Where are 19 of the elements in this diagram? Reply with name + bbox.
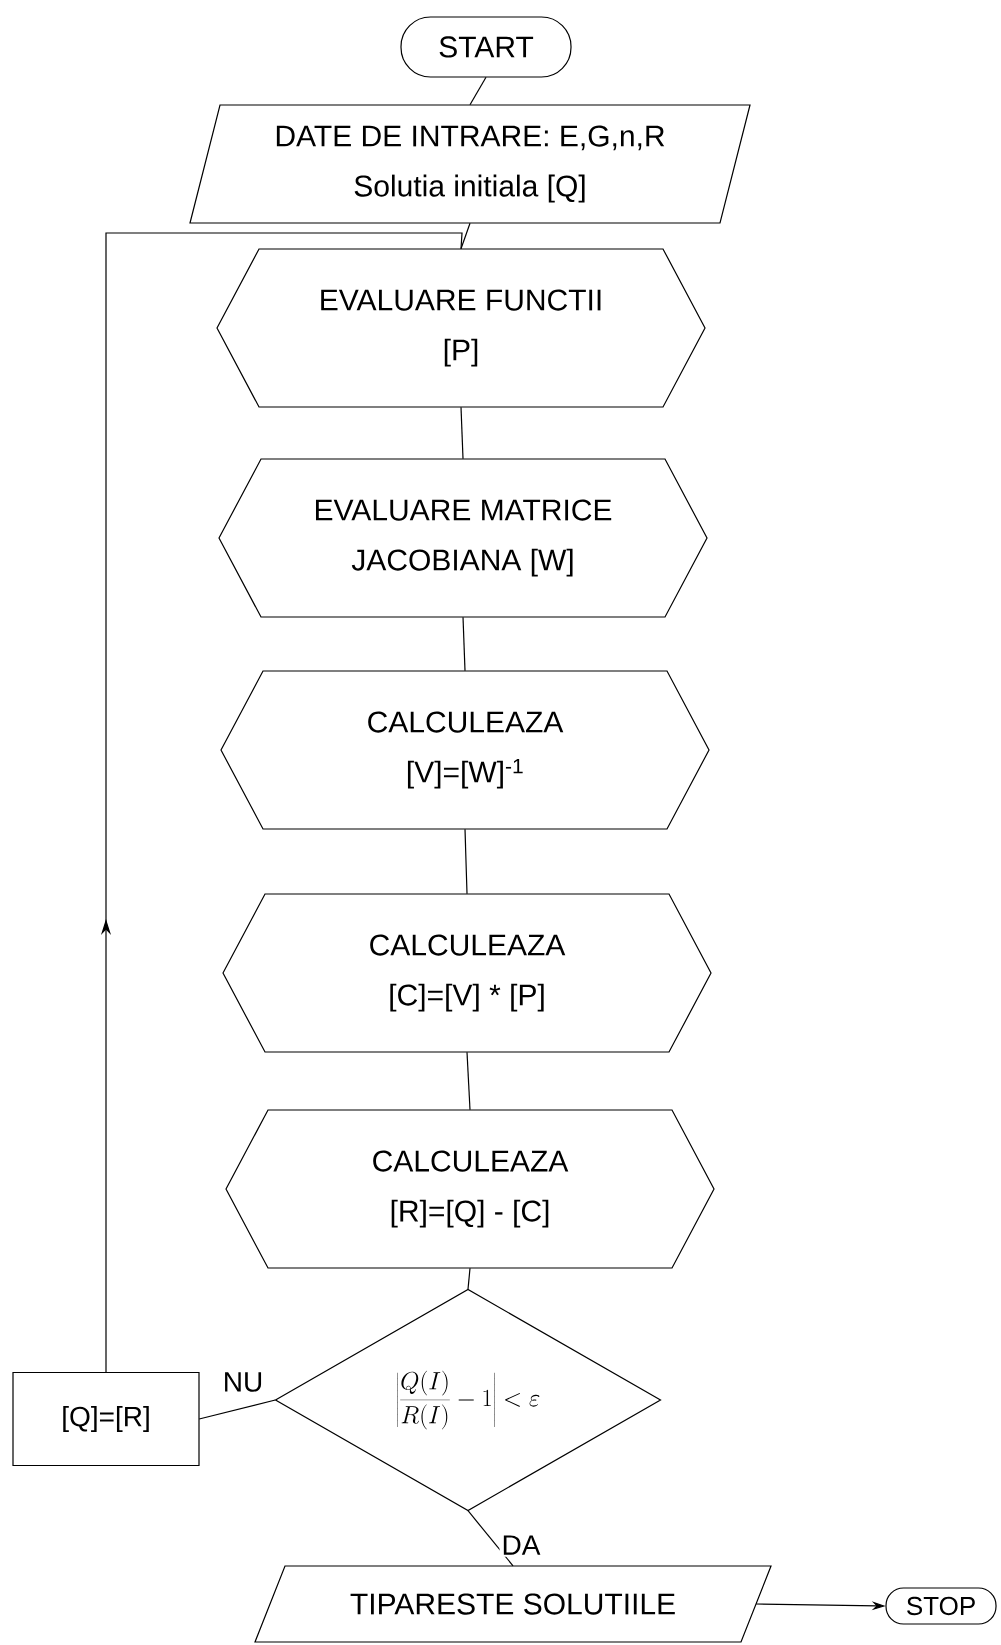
process-hexagon: EVALUARE MATRICE JACOBIANA [W] <box>218 458 708 618</box>
connector-line <box>464 828 468 895</box>
connector-line <box>466 1051 471 1111</box>
connector-line <box>467 1267 471 1290</box>
process-hexagon: CALCULEAZA [R]=[Q] - [C] <box>225 1109 715 1269</box>
arrow <box>100 232 463 1373</box>
process-hexagon: CALCULEAZA [V]=[W]$^{-1}$ <box>220 670 710 830</box>
input-output-parallelogram: DATE DE INTRARE: E,G,n,R Solutia initiala [Q] <box>189 104 751 224</box>
connector-line <box>467 1510 514 1567</box>
process-hexagon: EVALUARE FUNCTII [P] <box>216 248 706 408</box>
connector-line <box>469 76 487 106</box>
input-output-parallelogram: TIPARESTE SOLUTIILE <box>254 1565 772 1643</box>
connector-line <box>198 1399 276 1420</box>
connector-line <box>462 616 466 672</box>
process-box: [Q]=[R] <box>12 1371 200 1467</box>
edge-label: DA <box>499 1533 543 1557</box>
edge-label: NU <box>220 1370 266 1394</box>
process-hexagon: CALCULEAZA [C]=[V] * [P] <box>222 893 712 1053</box>
connector-line <box>460 406 464 460</box>
